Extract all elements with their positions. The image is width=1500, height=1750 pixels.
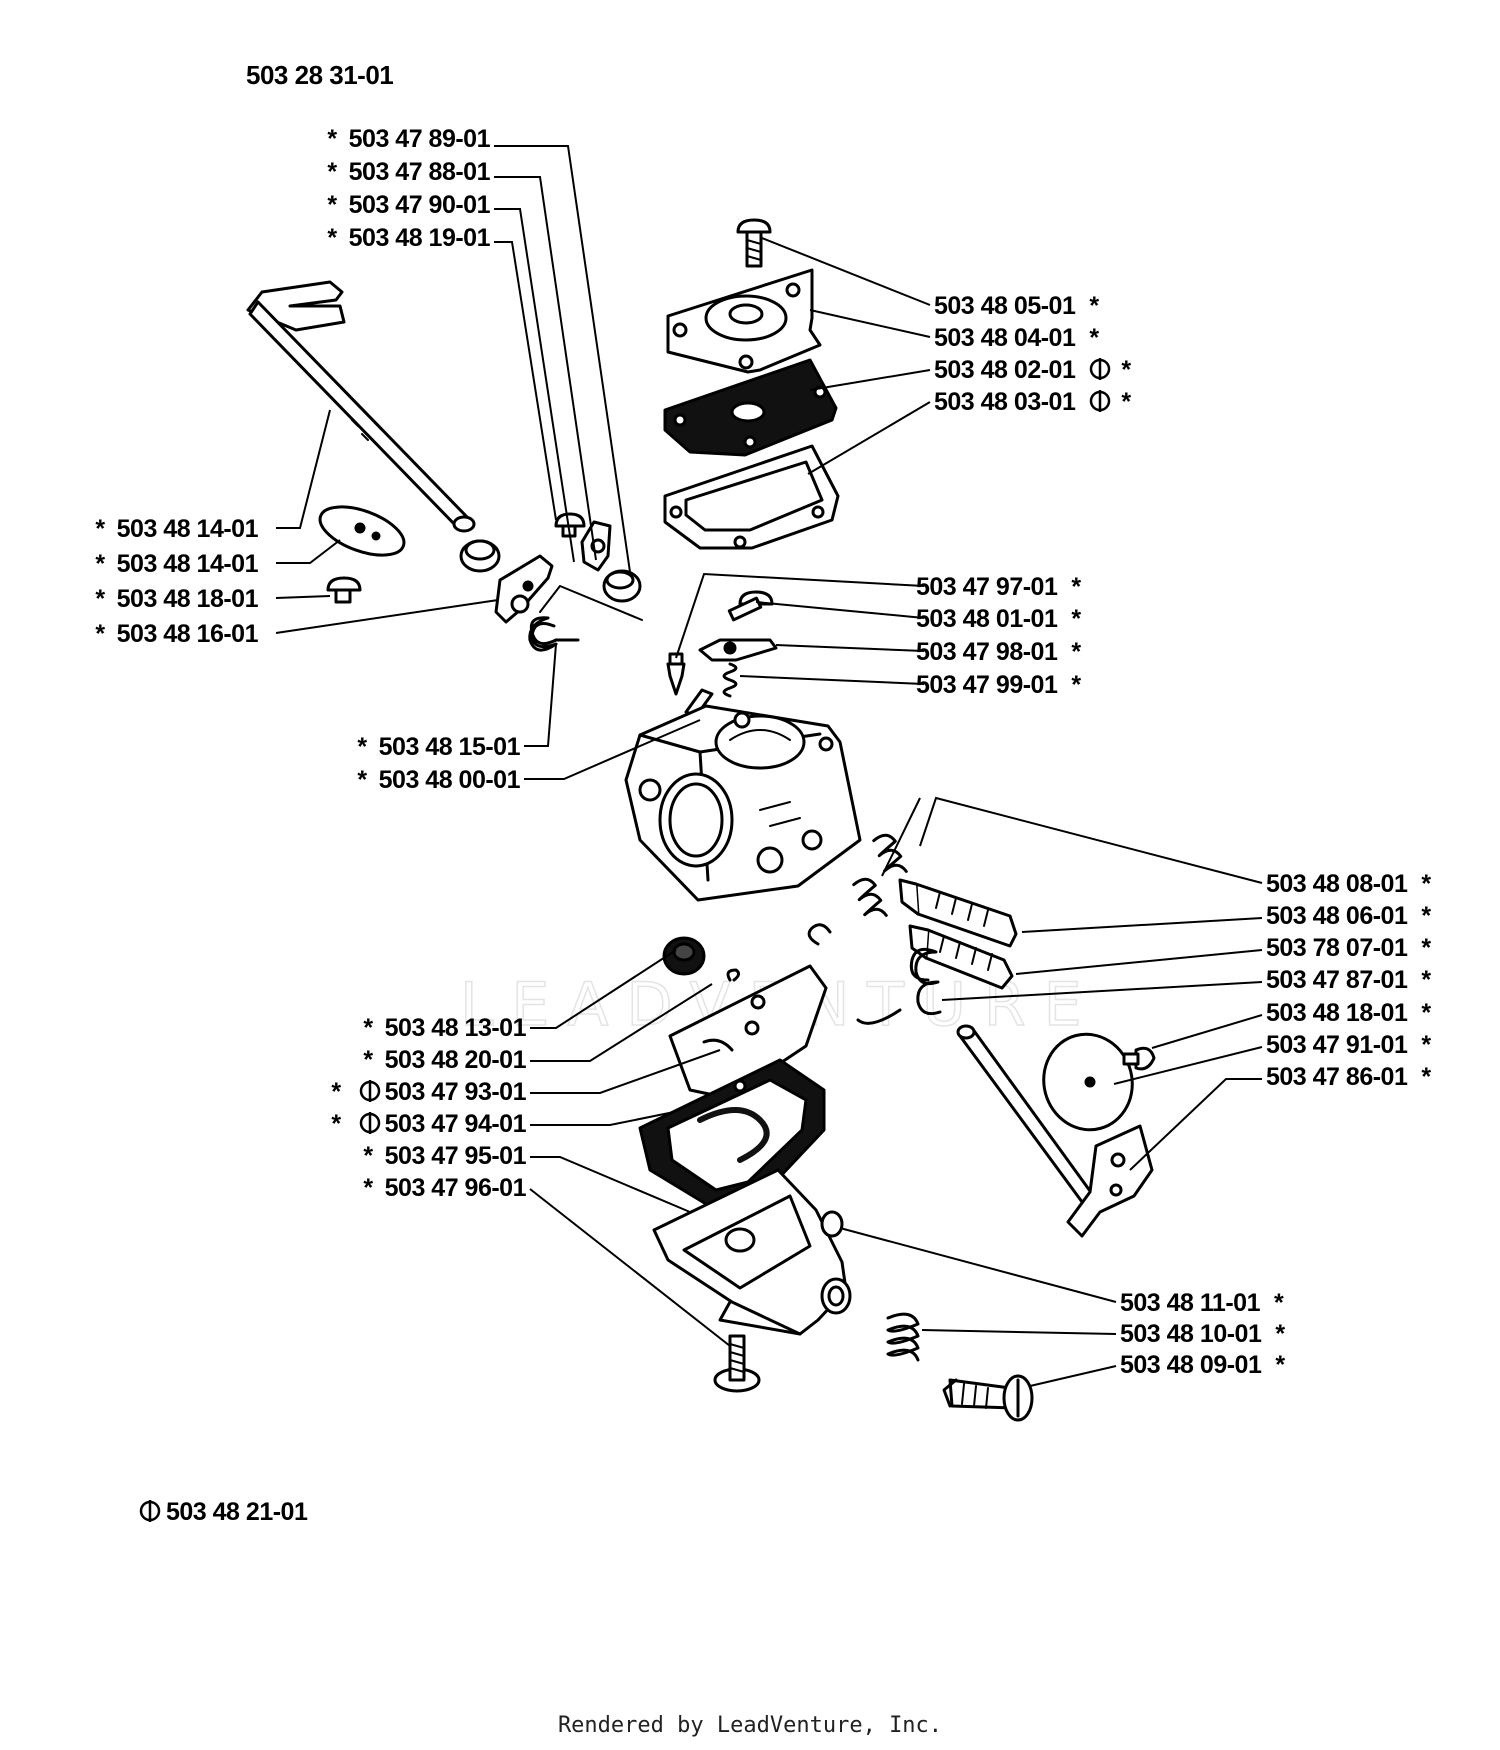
- throttle-spring-part: [856, 947, 942, 1025]
- choke-lever-part: [494, 554, 554, 624]
- cover-screw-part: [736, 218, 772, 268]
- part-label[interactable]: *503 48 19-01: [327, 224, 491, 252]
- assembly-part-number: 503 28 31-01: [246, 60, 393, 90]
- part-label[interactable]: *503 47 88-01: [327, 158, 491, 186]
- part-label[interactable]: *503 48 16-01: [95, 620, 259, 648]
- kit-note: 503 48 21-01: [166, 1498, 308, 1526]
- part-label[interactable]: *503 48 15-01: [357, 733, 521, 761]
- choke-bushing-part: [459, 539, 501, 573]
- part-label[interactable]: 503 47 97-01*: [916, 573, 1082, 601]
- part-label[interactable]: 503 48 05-01*: [934, 292, 1100, 320]
- part-label[interactable]: 503 48 11-01*: [1120, 1289, 1284, 1317]
- part-label[interactable]: 503 48 09-01*: [1120, 1351, 1286, 1379]
- part-label[interactable]: 503 47 98-01*: [916, 638, 1082, 666]
- part-label[interactable]: 503 78 07-01*: [1266, 934, 1432, 962]
- idle-plug-part: [820, 1210, 844, 1238]
- throttle-shaft-part: [956, 1024, 1154, 1238]
- metering-cover-part: [652, 1168, 852, 1336]
- adjust-spring-part: [852, 833, 908, 917]
- part-label[interactable]: *503 48 18-01: [95, 585, 259, 613]
- bottom-cover-screw-part: [713, 1334, 761, 1393]
- metering-screw-part: [727, 590, 774, 622]
- part-label[interactable]: *503 47 94-01: [331, 1110, 527, 1138]
- part-label[interactable]: *503 47 95-01: [363, 1142, 527, 1170]
- detent-lever-part: [580, 520, 612, 572]
- metering-plate-part: [668, 964, 828, 1100]
- part-label[interactable]: 503 47 87-01*: [1266, 966, 1432, 994]
- part-label[interactable]: *503 48 14-01: [95, 550, 259, 578]
- part-labels: 503 28 31-01 *503 47 89-01 *503 47 88-01…: [95, 60, 1431, 1526]
- part-label[interactable]: 503 48 04-01*: [934, 324, 1100, 352]
- part-label[interactable]: *503 47 96-01: [363, 1174, 527, 1202]
- circle-bar-kit-icon: [139, 1500, 161, 1522]
- idle-screw-part: [942, 1374, 1034, 1422]
- circle-bar-kit-icon: [1089, 358, 1111, 412]
- part-label[interactable]: *503 47 90-01: [327, 191, 491, 219]
- inlet-needle-part: [666, 652, 686, 696]
- part-label[interactable]: 503 47 99-01*: [916, 671, 1082, 699]
- part-label[interactable]: 503 47 91-01*: [1266, 1031, 1432, 1059]
- choke-screw-part: [326, 576, 362, 604]
- part-label[interactable]: 503 48 08-01*: [1266, 870, 1432, 898]
- carburetor-body-part: [624, 704, 862, 902]
- part-label[interactable]: *503 48 13-01: [363, 1014, 527, 1042]
- circlip-part: [807, 923, 832, 946]
- part-label[interactable]: *503 47 93-01: [331, 1078, 527, 1106]
- part-label[interactable]: 503 48 01-01*: [916, 605, 1082, 633]
- choke-shaft-part: [246, 280, 476, 533]
- metering-lever-part: [698, 638, 778, 662]
- part-label[interactable]: 503 47 86-01*: [1266, 1063, 1432, 1091]
- low-speed-needle-part: [908, 924, 1014, 990]
- part-label[interactable]: *503 47 89-01: [327, 125, 491, 153]
- metering-spring-part: [722, 662, 738, 698]
- part-label[interactable]: 503 48 10-01*: [1120, 1320, 1286, 1348]
- part-label[interactable]: *503 48 20-01: [363, 1046, 527, 1074]
- throttle-screw-part: [1122, 1046, 1156, 1071]
- part-label[interactable]: 503 48 03-01*: [934, 388, 1132, 416]
- part-label[interactable]: *503 48 00-01: [357, 766, 521, 794]
- high-speed-needle-part: [898, 878, 1018, 948]
- rendered-by-footer: Rendered by LeadVenture, Inc.: [557, 1713, 943, 1738]
- part-label[interactable]: 503 48 06-01*: [1266, 902, 1432, 930]
- pump-cover-part: [666, 268, 822, 374]
- part-label[interactable]: 503 48 02-01*: [934, 356, 1132, 384]
- throttle-bushing-part: [602, 569, 642, 603]
- circle-bar-kit-icon: [359, 1080, 381, 1134]
- part-label[interactable]: 503 48 18-01*: [1266, 999, 1432, 1027]
- pump-gasket-part: [663, 444, 840, 550]
- torsion-spring-part: [528, 585, 643, 652]
- pump-diaphragm-part: [663, 358, 838, 457]
- part-label[interactable]: *503 48 14-01: [95, 515, 259, 543]
- idle-spring-part: [886, 1312, 920, 1362]
- choke-valve-part: [318, 505, 406, 557]
- filter-screen-part: [662, 936, 706, 976]
- throttle-valve-part: [1042, 1032, 1134, 1132]
- leader-lines: [275, 145, 1263, 1387]
